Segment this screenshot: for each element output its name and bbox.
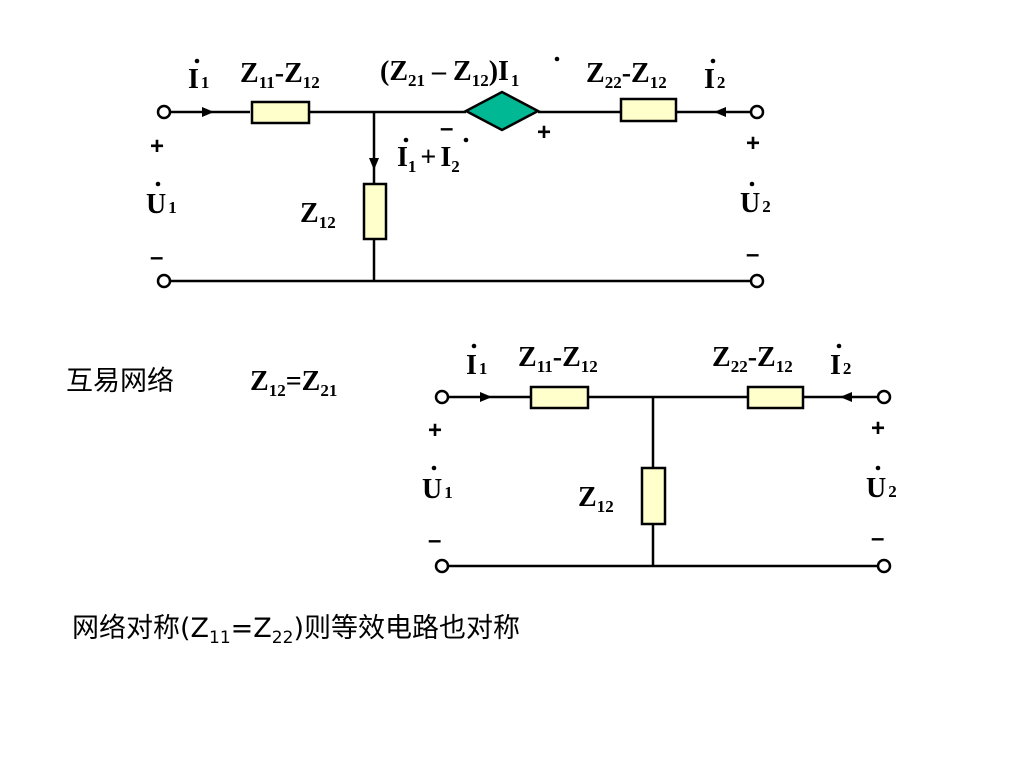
symmetric-network-note: 网络对称(Z11=Z22)则等效电路也对称 bbox=[72, 613, 520, 648]
top-phasor-dot-u1 bbox=[155, 181, 161, 187]
bottom-arrow-i1 bbox=[480, 392, 492, 402]
bottom-resistor-z11-z12 bbox=[529, 385, 590, 410]
bottom-phasor-dot-i1 bbox=[471, 343, 477, 349]
bottom-port2-terminal-top bbox=[876, 389, 892, 405]
top-phasor-dot-shunt1 bbox=[403, 137, 409, 143]
top-port2-terminal-bottom bbox=[749, 273, 765, 289]
top-port1-terminal-bottom bbox=[156, 273, 172, 289]
top-arrow-i2 bbox=[714, 107, 726, 117]
top-source-minus: – bbox=[440, 115, 453, 142]
top-arrow-i1 bbox=[202, 107, 214, 117]
top-phasor-dot-shunt2 bbox=[463, 137, 469, 143]
top-port1-plus: + bbox=[150, 133, 164, 160]
top-port2-minus: – bbox=[746, 241, 759, 268]
top-arrow-shunt bbox=[369, 158, 379, 170]
bottom-port1-plus: + bbox=[428, 417, 442, 444]
bottom-label-z11-z12: Z11-Z12 bbox=[518, 342, 598, 376]
bottom-port1-minus: – bbox=[428, 527, 441, 554]
top-phasor-dot-i1 bbox=[194, 58, 200, 64]
top-phasor-dot-u2 bbox=[749, 181, 755, 187]
bottom-label-z12: Z12 bbox=[578, 482, 614, 516]
top-phasor-dot-src bbox=[554, 56, 560, 62]
top-port1-minus: – bbox=[150, 244, 163, 271]
top-port2-plus: + bbox=[746, 130, 760, 157]
top-label-shunt-current: I1+I2 bbox=[397, 142, 460, 176]
reciprocal-network-label: 互易网络 bbox=[66, 366, 174, 397]
bottom-port1-terminal-bottom bbox=[434, 558, 450, 574]
bottom-resistor-z22-z12 bbox=[746, 385, 805, 410]
bottom-port2-minus: – bbox=[871, 525, 884, 552]
bottom-arrow-i2 bbox=[840, 392, 852, 402]
top-resistor-z22-z12 bbox=[619, 97, 678, 123]
reciprocal-equation: Z12=Z21 bbox=[250, 366, 337, 400]
bottom-phasor-dot-u2 bbox=[875, 465, 881, 471]
bottom-phasor-dot-i2 bbox=[836, 343, 842, 349]
bottom-port2-plus: + bbox=[871, 415, 885, 442]
top-source-plus: + bbox=[537, 119, 551, 146]
top-resistor-z11-z12 bbox=[250, 100, 311, 125]
top-label-z12: Z12 bbox=[300, 198, 336, 232]
bottom-label-z22-z12: Z22-Z12 bbox=[712, 342, 793, 376]
bottom-resistor-z12 bbox=[640, 466, 667, 526]
bottom-port1-terminal-top bbox=[434, 389, 450, 405]
bottom-port2-terminal-bottom bbox=[876, 558, 892, 574]
top-port1-terminal-top bbox=[156, 104, 172, 120]
top-dependent-voltage-source bbox=[463, 90, 541, 132]
bottom-phasor-dot-u1 bbox=[431, 465, 437, 471]
top-port2-terminal-top bbox=[749, 104, 765, 120]
top-phasor-dot-i2 bbox=[710, 58, 716, 64]
top-label-z11-z12: Z11-Z12 bbox=[240, 58, 320, 92]
top-label-z22-z12: Z22-Z12 bbox=[586, 58, 667, 92]
top-resistor-z12 bbox=[362, 182, 388, 241]
